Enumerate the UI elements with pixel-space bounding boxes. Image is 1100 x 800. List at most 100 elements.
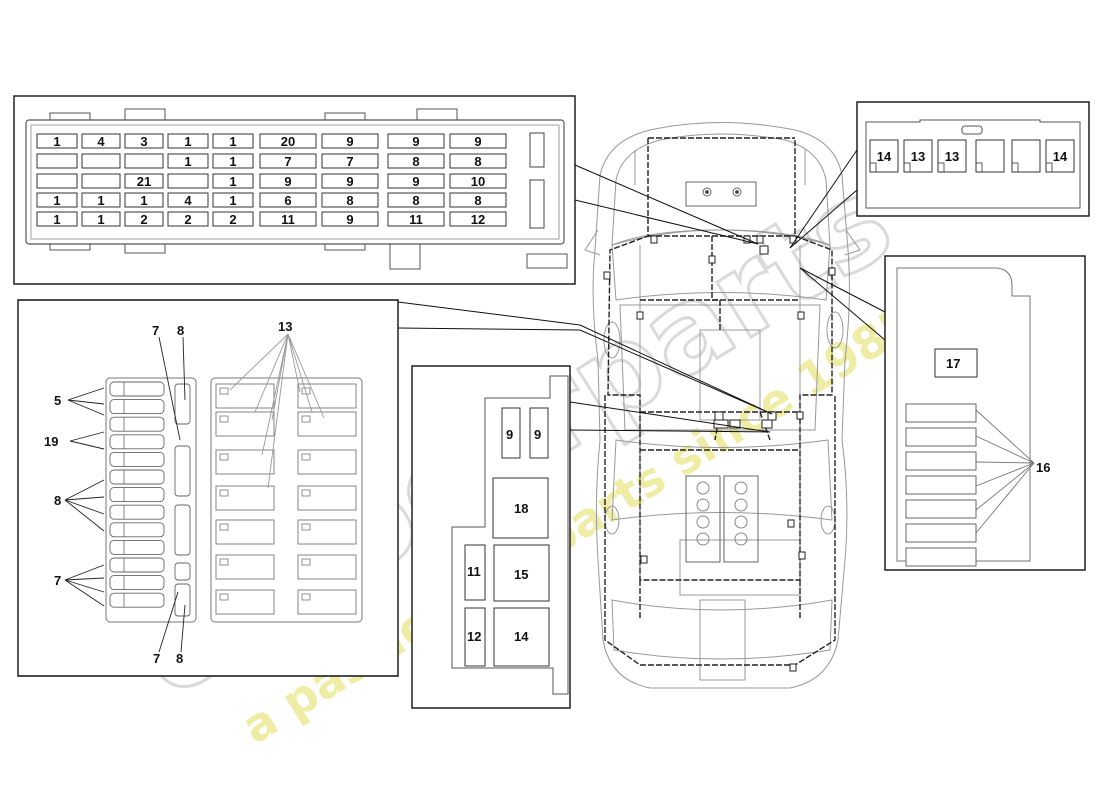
fuse-slot [449,153,507,169]
fuse-slot [124,211,164,227]
fuse-slot-label: 4 [184,193,192,208]
mini-fuse [109,522,165,538]
connector-slot [1045,139,1075,173]
fuse-slot [212,192,254,208]
relay-18-label: 18 [514,501,528,516]
fuse-slot [212,211,254,227]
relay-slot-key [301,489,311,497]
fuse-slot [321,211,379,227]
fuse-slot-label: 1 [53,212,60,227]
fuse-slot-label: 9 [284,174,291,189]
relay-15-label: 15 [514,567,528,582]
relay-18 [492,477,549,539]
fuse-slot [259,192,317,208]
fuse-slot-label: 12 [471,212,485,227]
relay-slot-key [301,558,311,566]
fuse-slot [321,133,379,149]
right-fuse-panel: 17 16 [884,255,1086,571]
right-relay-block [215,383,357,615]
leader-lines [397,149,886,433]
connector-slot [1011,139,1041,173]
fuse-slot-label: 11 [281,212,295,227]
fuse-slot-label: 1 [184,134,191,149]
connector-slot-key [869,162,877,173]
fuse-slot [387,192,445,208]
mini-fuse [109,469,165,485]
fuse-slot [81,153,121,169]
relay-9a [501,407,521,459]
fuse-slot-label: 1 [229,174,236,189]
connector-slot [937,139,967,173]
connector-slot-label: 14 [1053,149,1068,164]
fuse-slot [36,173,78,189]
fuse-16 [905,547,977,567]
relay-slot-key [219,593,229,601]
connector-slot-label: 13 [945,149,959,164]
maxi-fuse [174,445,191,497]
fuse-slot-label: 1 [229,154,236,169]
fuse-slot-label: 8 [346,193,353,208]
callout-5: 5 [54,393,61,408]
car-components [685,181,759,563]
fuse-slot-label: 1 [229,193,236,208]
relay-slot [297,519,357,545]
fuse-slot [81,211,121,227]
fuse-17 [934,348,978,378]
relay-holder-panel: 9 9 18 11 15 12 14 [411,365,571,709]
fuse-slot-label: 20 [281,134,295,149]
mini-fuse [109,381,165,397]
fuse-slot-label: 8 [474,193,481,208]
mini-fuse [109,504,165,520]
mini-fuse [109,575,165,591]
fuse-slot [36,211,78,227]
fuse-slot-label: 9 [412,134,419,149]
maxi-fuse [174,562,191,581]
fuse-slot-label: 2 [140,212,147,227]
callout-16-leaders [975,409,1035,534]
fuse-slot [167,133,209,149]
relay-slot-key [301,523,311,531]
relay-11-label: 11 [467,564,481,579]
fuse-slot-label: 1 [229,134,236,149]
right-fuse-stack [905,403,977,567]
callout-13-leaders [229,333,325,489]
maxi-fuse [174,583,191,617]
mini-fuse [109,416,165,432]
connector-slot-key [1011,162,1019,173]
connector-slot-key [937,162,945,173]
fuse-slot [387,133,445,149]
fuse-slot [124,173,164,189]
fuse-slot-label: 9 [346,134,353,149]
fuse-slot [259,133,317,149]
fuse-17-label: 17 [946,356,960,371]
callout-19: 19 [44,434,58,449]
fuse-slot [259,173,317,189]
relay-slot-key [301,593,311,601]
connector-slot [869,139,899,173]
mini-fuse [109,399,165,415]
connector-slot-key [903,162,911,173]
relay-15 [493,544,550,602]
relay-slot-key [219,489,229,497]
fuse-slot [449,133,507,149]
fuse-slot [212,173,254,189]
callout-8-bottom: 8 [176,651,183,666]
mini-fuse [109,487,165,503]
relay-slot-key [301,415,311,423]
fuse-slot [36,133,78,149]
mini-fuse [109,539,165,555]
connector-slot [975,139,1005,173]
fuse-slot [387,173,445,189]
connector-slot-key [975,162,983,173]
fuse-slot [449,192,507,208]
callout-16: 16 [1036,460,1050,475]
relay-slot [297,589,357,615]
fuse-slot-label: 9 [346,212,353,227]
fuse-slot [124,192,164,208]
fuse-slot [167,153,209,169]
